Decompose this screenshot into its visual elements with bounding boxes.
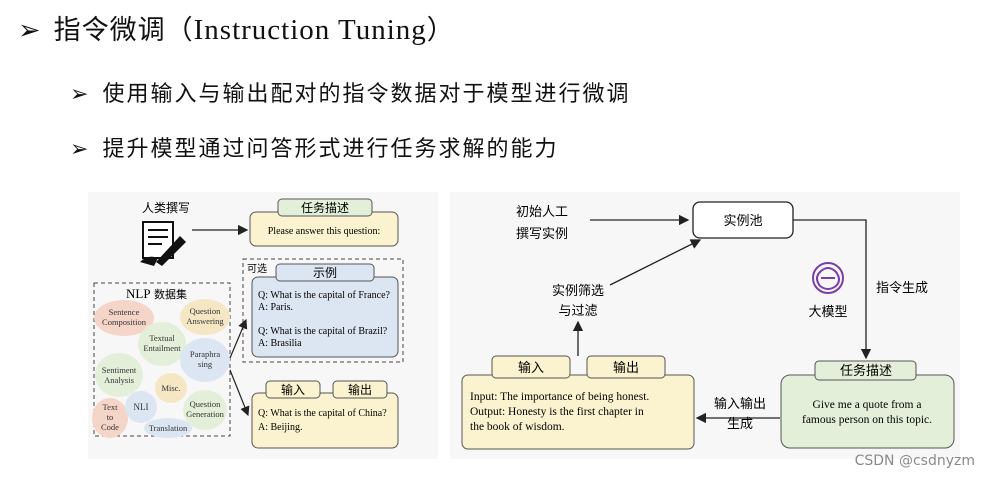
llm-label: 大模型 (808, 305, 847, 320)
left-panel: 人类撰写 任务描述 Please answer this question: 可… (88, 192, 438, 459)
task-label: to (107, 412, 114, 422)
llm-logo-icon (812, 262, 844, 294)
task-label: Paraphra (190, 349, 220, 359)
nlp-title: NLP (126, 286, 151, 301)
title-en: Instruction Tuning (193, 14, 427, 46)
page-title: ➢ 指令微调（Instruction Tuning） (18, 8, 455, 47)
task-label: Textual (149, 333, 175, 343)
title-cn: 指令微调（ (53, 15, 194, 46)
title-close: ） (426, 15, 455, 46)
task-label: Translation (149, 423, 188, 433)
task-desc-text-right: famous person on this topic. (802, 414, 932, 426)
example-a: A: Brasilia (258, 338, 302, 349)
task-desc-tab: 任务描述 (301, 200, 349, 215)
task-label: Sentence (109, 307, 140, 317)
task-label: Misc. (161, 383, 180, 393)
task-label: Generation (186, 409, 225, 419)
input-tab-right: 输入 (518, 360, 544, 376)
examples-tab: 示例 (313, 266, 337, 280)
initial-human-label: 初始人工 (516, 205, 568, 220)
example-q: Q: What is the capital of France? (258, 290, 391, 301)
io-a: A: Beijing. (258, 422, 302, 433)
gen-io-label: 输入输出 (714, 396, 766, 412)
triangle-bullet-icon: ➢ (18, 15, 42, 46)
task-label: Entailment (143, 343, 181, 353)
task-desc-text: Please answer this question: (268, 226, 380, 237)
task-desc-text-right: Give me a quote from a (813, 399, 922, 411)
bullet-text: 提升模型通过问答形式进行任务求解的能力 (102, 137, 559, 162)
gen-io-label: 生成 (727, 417, 753, 432)
bullet-text: 使用输入与输出配对的指令数据对于模型进行微调 (102, 82, 631, 107)
io-text-right: Input: The importance of being honest. (470, 391, 649, 403)
task-label: Question (190, 306, 221, 316)
bullet-item: ➢ 提升模型通过问答形式进行任务求解的能力 (70, 131, 558, 163)
watermark: CSDN @csdnyzm (854, 453, 975, 469)
task-desc-tab-right: 任务描述 (840, 363, 892, 379)
task-label: sing (198, 359, 213, 369)
task-label: Code (101, 422, 119, 432)
instruction-gen-label: 指令生成 (876, 281, 928, 296)
io-text-right: Output: Honesty is the first chapter in (470, 406, 644, 418)
example-q: Q: What is the capital of Brazil? (258, 326, 388, 337)
task-label: NLI (134, 402, 149, 412)
nlp-dataset-label: 数据集 (154, 287, 187, 301)
bullet-item: ➢ 使用输入与输出配对的指令数据对于模型进行微调 (70, 76, 630, 108)
output-tab-right: 输出 (613, 360, 639, 376)
task-label: Sentiment (102, 365, 137, 375)
initial-human-label: 撰写实例 (516, 227, 568, 242)
task-label: Text (103, 402, 119, 412)
human-writing-icon (140, 221, 186, 266)
io-output-tab: 输出 (348, 382, 372, 397)
filter-label: 实例筛选 (552, 284, 604, 299)
io-input-tab: 输入 (281, 382, 305, 397)
triangle-bullet-icon: ➢ (70, 137, 91, 162)
task-label: Question (190, 399, 221, 409)
task-label: Composition (102, 317, 147, 327)
triangle-bullet-icon: ➢ (70, 82, 91, 107)
io-text-right: the book of wisdom. (470, 421, 565, 433)
io-q: Q: What is the capital of China? (258, 408, 387, 419)
right-panel: 初始人工 撰写实例 实例池 指令生成 大模型 任务描述 Give me a qu… (450, 192, 960, 459)
task-label: Analysis (104, 375, 134, 385)
example-a: A: Paris. (258, 302, 293, 313)
filter-label: 与过滤 (558, 304, 597, 319)
human-writing-label: 人类撰写 (142, 201, 190, 215)
optional-label: 可选 (247, 262, 267, 275)
instance-pool-label: 实例池 (723, 214, 762, 229)
task-label: Answering (186, 316, 224, 326)
